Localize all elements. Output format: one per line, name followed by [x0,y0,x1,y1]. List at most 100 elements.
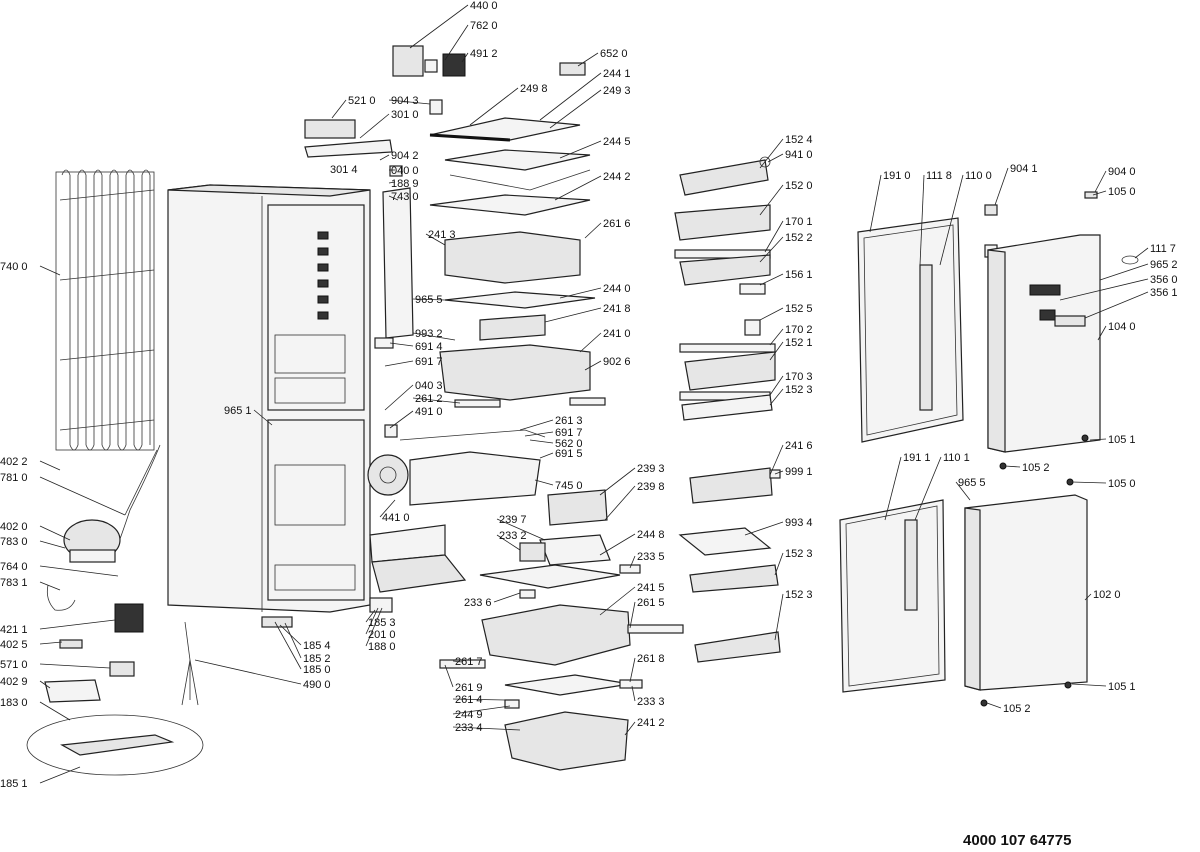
leader-line [379,154,390,161]
part-label: 402 0 [0,521,28,533]
leader-line [1084,593,1092,601]
part-label: 783 0 [0,536,28,548]
leader-line [1097,325,1107,341]
part-label: 993 2 [415,328,443,340]
leader-line [39,265,61,276]
leader-line [769,444,784,476]
leader-line [39,565,119,577]
part-label: 440 0 [470,0,498,12]
leader-line [769,341,784,361]
part-label: 185 1 [0,778,28,790]
part-label: 745 0 [555,480,583,492]
leader-line [599,586,636,616]
document-number: 4000 107 64775 [963,832,1072,849]
leader-line [253,409,273,426]
part-label: 249 8 [520,83,548,95]
part-label: 170 1 [785,216,813,228]
leader-line [194,659,302,685]
leader-line [39,680,51,689]
part-label: 111 7 [1150,243,1176,255]
leader-line [955,481,971,501]
leader-line [1089,438,1107,441]
leader-line [759,184,784,216]
leader-line [764,220,784,253]
leader-line [39,701,71,721]
part-label: 152 3 [785,548,813,560]
part-label: 781 0 [0,472,28,484]
part-label: 111 8 [926,170,952,182]
part-label: 233 5 [637,551,665,563]
leader-line [1099,263,1149,281]
part-label: 102 0 [1093,589,1121,601]
part-label: 904 3 [391,95,419,107]
part-label: 421 1 [0,624,28,636]
part-label: 241 6 [785,440,813,452]
part-label: 233 2 [499,530,527,542]
part-label: 191 1 [903,452,931,464]
leader-line [544,307,602,323]
part-label: 105 0 [1108,478,1136,490]
leader-line [914,456,942,521]
leader-line [599,467,636,496]
evaporator-tray [44,679,101,703]
leader-line [759,138,784,169]
part-label: 965 2 [1150,259,1178,271]
leader-line [994,167,1009,206]
part-label: 241 8 [603,303,631,315]
leader-line [365,607,383,647]
part-label: 152 1 [785,337,813,349]
leader-line [365,607,379,635]
leader-line [452,726,521,731]
part-label: 244 5 [603,136,631,148]
part-label: 965 1 [224,405,252,417]
part-label: 241 0 [603,328,631,340]
part-label: 356 0 [1150,274,1178,286]
leader-line [1059,278,1149,301]
compressor [63,519,121,563]
condenser-coil [55,169,155,451]
leader-line [884,456,902,521]
leader-line [759,273,784,286]
leader-line [769,328,784,346]
leader-line [1092,190,1107,196]
part-label: 261 4 [455,694,483,706]
leader-line [39,581,61,591]
part-label: 356 1 [1150,287,1178,299]
part-label: 105 2 [1022,462,1050,474]
leader-line [529,439,554,444]
part-label: 241 2 [637,717,665,729]
leader-line [629,601,636,629]
part-label: 740 0 [0,261,28,273]
part-label: 191 0 [883,170,911,182]
part-label: 762 0 [470,20,498,32]
part-label: 188 0 [368,641,396,653]
leader-line [524,431,554,437]
leader-line [39,525,71,541]
leader-line [559,287,602,299]
leader-line [469,87,519,126]
part-label: 261 2 [415,393,443,405]
leader-line [774,470,784,475]
leader-line [759,307,784,321]
part-label: 241 3 [428,229,456,241]
leader-line [444,664,454,688]
bottom-cover-detail [26,714,204,776]
leader-line [39,766,81,784]
leader-line [39,619,116,630]
leader-line [496,518,546,541]
leader-line [1134,247,1149,259]
part-label: 261 7 [455,656,483,668]
leader-line [412,298,446,301]
leader-line [539,452,554,459]
part-label: 233 4 [455,722,483,734]
leader-line [39,476,126,516]
leader-line [452,705,511,715]
leader-line [452,698,506,701]
part-label: 152 5 [785,303,813,315]
part-label: 965 5 [958,477,986,489]
leader-line [554,175,602,201]
leader-line [284,622,302,659]
leader-line [534,479,554,486]
part-label: 152 2 [785,232,813,244]
